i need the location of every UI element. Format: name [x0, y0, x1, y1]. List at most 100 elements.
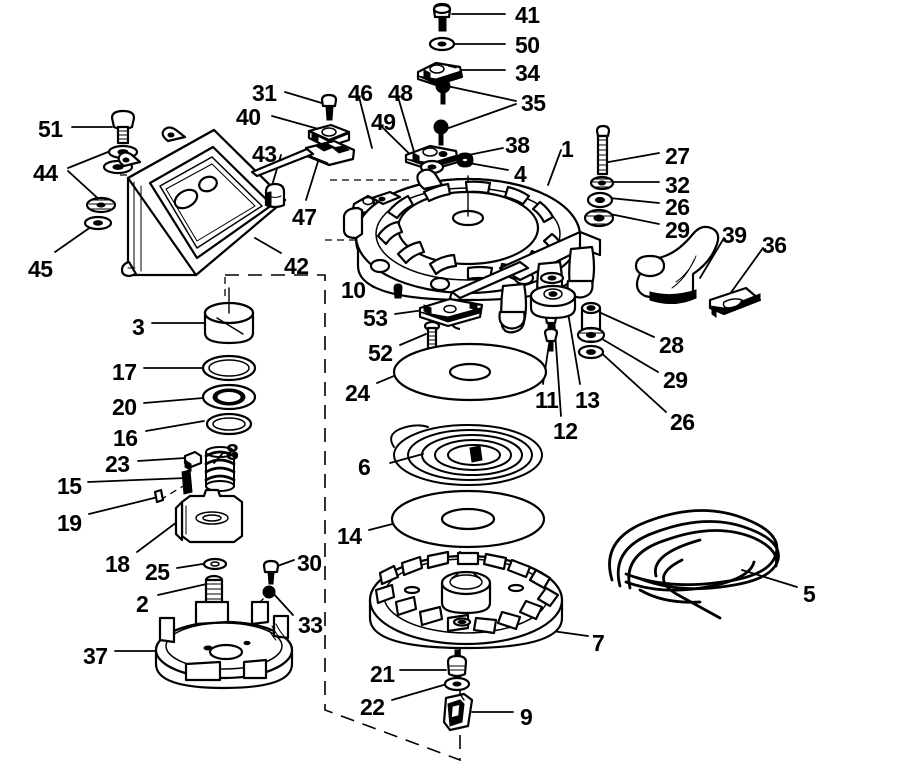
callout-36: 36	[762, 232, 787, 258]
part-31-screw	[320, 93, 338, 121]
part-5-rope	[608, 509, 780, 620]
callout-23: 23	[105, 451, 130, 477]
callout-18: 18	[105, 551, 130, 577]
part-53-clamp-plate	[418, 297, 484, 328]
callout-3: 3	[132, 314, 145, 340]
callout-53: 53	[363, 305, 388, 331]
part-34-pawl	[416, 61, 464, 87]
callout-26-top: 26	[665, 194, 690, 220]
callout-49: 49	[371, 109, 396, 135]
callout-11: 11	[535, 387, 559, 413]
part-10-screw	[393, 283, 403, 299]
callout-30: 30	[297, 550, 322, 576]
callout-47: 47	[292, 204, 317, 230]
part-17-seal	[201, 354, 257, 382]
callout-4: 4	[514, 161, 527, 187]
part-9-anchor	[442, 692, 474, 732]
callout-37: 37	[83, 643, 108, 669]
part-29-nut-lower	[576, 326, 606, 344]
part-26-washer-top	[586, 191, 614, 209]
callout-8: 8	[226, 439, 239, 465]
callout-31: 31	[252, 80, 277, 106]
part-13-roller	[529, 284, 577, 320]
callout-29-top: 29	[665, 217, 690, 243]
callout-15: 15	[57, 473, 82, 499]
part-33-pin	[262, 585, 276, 599]
part-22-washer	[443, 676, 471, 692]
part-15-pin	[181, 469, 193, 495]
part-29-nut-top	[583, 208, 615, 228]
part-30-screw	[262, 559, 280, 585]
callout-38: 38	[505, 132, 530, 158]
callout-12: 12	[553, 418, 578, 444]
callout-29-lower: 29	[663, 367, 688, 393]
callout-7: 7	[592, 630, 605, 656]
part-14-disc	[390, 489, 546, 549]
part-7-pulley	[368, 550, 564, 650]
callout-14: 14	[337, 523, 362, 549]
callout-39: 39	[722, 222, 747, 248]
part-6-recoil-spring	[390, 424, 543, 486]
part-43-grommet	[264, 182, 286, 209]
callout-45: 45	[28, 256, 53, 282]
part-1-starter-housing	[342, 168, 602, 334]
part-4-nut	[456, 152, 474, 168]
callout-20: 20	[112, 394, 137, 420]
callout-42: 42	[284, 253, 309, 279]
part-51-bolt	[110, 109, 136, 145]
part-45-washer	[83, 215, 113, 231]
callout-25: 25	[145, 559, 170, 585]
part-39-handle	[634, 225, 720, 304]
callout-28: 28	[659, 332, 684, 358]
part-18-ratchet-holder	[174, 488, 244, 544]
part-36-insert	[708, 286, 762, 318]
part-12-washer	[539, 271, 565, 285]
part-19-pin	[153, 488, 165, 504]
callout-6: 6	[358, 454, 371, 480]
callout-5: 5	[803, 581, 816, 607]
callout-10: 10	[341, 277, 366, 303]
part-42-fuel-tank	[117, 126, 287, 278]
part-41-bolt	[432, 2, 452, 32]
callout-50: 50	[515, 32, 540, 58]
callout-41: 41	[515, 2, 540, 28]
part-21-nut	[446, 649, 468, 678]
callout-48: 48	[388, 80, 413, 106]
callout-26-lower: 26	[670, 409, 695, 435]
callout-1: 1	[561, 136, 574, 162]
callout-24: 24	[345, 380, 370, 406]
part-47-lever	[250, 139, 356, 178]
callout-13: 13	[575, 387, 600, 413]
callout-51: 51	[38, 116, 63, 142]
part-8-spring	[204, 446, 236, 492]
part-32-locknut	[589, 175, 615, 191]
callout-35: 35	[521, 90, 546, 116]
callout-2: 2	[136, 591, 149, 617]
callout-27: 27	[665, 143, 690, 169]
part-23-clip	[183, 450, 203, 472]
part-25-washer	[202, 557, 228, 571]
part-24-disc	[392, 342, 548, 402]
callout-19: 19	[57, 510, 82, 536]
callout-52: 52	[368, 340, 393, 366]
callout-32: 32	[665, 172, 690, 198]
callout-46: 46	[348, 80, 373, 106]
callout-43: 43	[252, 141, 277, 167]
part-16-oring	[205, 412, 253, 436]
part-50-washer	[428, 36, 456, 52]
callout-44: 44	[33, 160, 58, 186]
part-37-starter-cup	[154, 600, 294, 690]
callout-16: 16	[113, 425, 138, 451]
part-26-washer-lower	[577, 344, 605, 360]
callout-34: 34	[515, 60, 540, 86]
callout-22: 22	[360, 694, 385, 720]
part-20-oring	[201, 383, 257, 411]
callout-17: 17	[112, 359, 137, 385]
part-27-bolt	[595, 124, 611, 176]
callout-33: 33	[298, 612, 323, 638]
callout-21: 21	[370, 661, 395, 687]
part-3-bushing	[203, 287, 255, 345]
callout-40: 40	[236, 104, 261, 130]
